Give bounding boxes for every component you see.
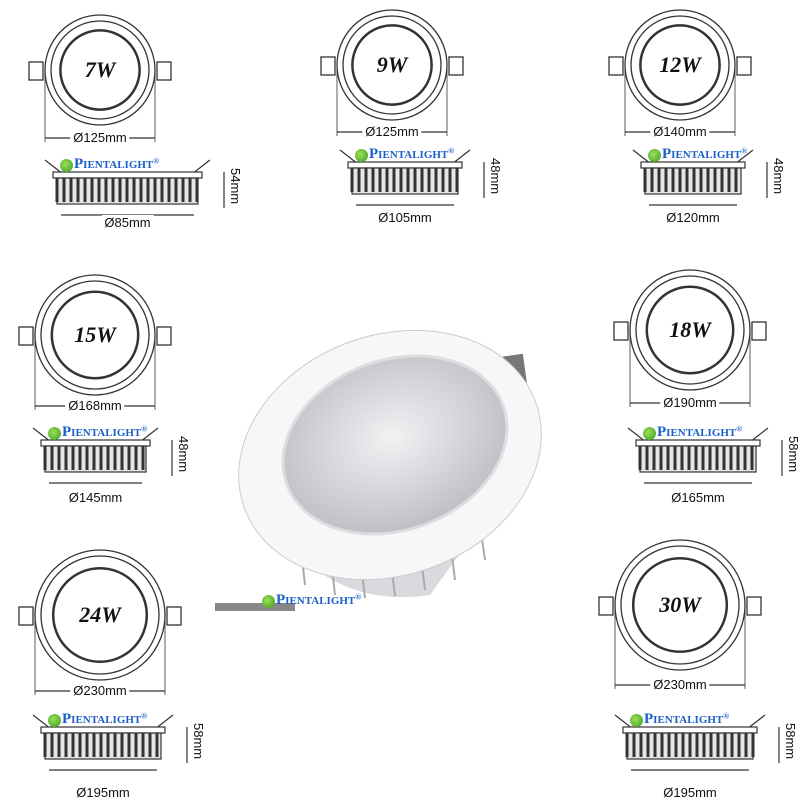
globe-icon bbox=[648, 148, 661, 162]
logo-text: IENTALIGHT bbox=[671, 149, 742, 161]
wattage-label: 9W bbox=[376, 52, 408, 77]
side-view bbox=[32, 427, 173, 484]
outer-diameter-label: Ø168mm bbox=[65, 398, 125, 413]
registered-mark: ® bbox=[141, 424, 148, 434]
globe-icon bbox=[48, 426, 61, 440]
brand-logo: PIENTALIGHT® bbox=[60, 156, 159, 173]
globe-icon bbox=[630, 713, 643, 727]
top-view bbox=[18, 274, 172, 410]
top-view bbox=[613, 269, 767, 407]
registered-mark: ® bbox=[736, 424, 743, 434]
side-view bbox=[632, 149, 768, 206]
wattage-label: 18W bbox=[669, 317, 711, 342]
top-view bbox=[608, 9, 752, 136]
globe-icon bbox=[48, 713, 61, 727]
wattage-label: 12W bbox=[659, 52, 701, 77]
wattage-label: 30W bbox=[659, 592, 701, 617]
cutout-diameter-label: Ø195mm bbox=[660, 785, 720, 800]
cutout-diameter-label: Ø165mm bbox=[668, 490, 728, 505]
photo-brand-logo: PIENTALIGHT® bbox=[262, 592, 361, 609]
logo-text: IENTALIGHT bbox=[666, 427, 737, 439]
globe-icon bbox=[355, 148, 368, 162]
outer-diameter-label: Ø140mm bbox=[650, 124, 710, 139]
top-view bbox=[28, 14, 172, 142]
brand-logo: PIENTALIGHT® bbox=[630, 711, 729, 728]
registered-mark: ® bbox=[153, 156, 160, 166]
registered-mark: ® bbox=[741, 146, 748, 156]
outer-diameter-label: Ø230mm bbox=[70, 683, 130, 698]
globe-icon bbox=[262, 594, 275, 608]
brand-logo: PIENTALIGHT® bbox=[48, 711, 147, 728]
cutout-diameter-label: Ø85mm bbox=[101, 215, 154, 230]
cutout-diameter-label: Ø195mm bbox=[73, 785, 133, 800]
wattage-label: 24W bbox=[79, 602, 121, 627]
logo-text: IENTALIGHT bbox=[71, 714, 142, 726]
top-view bbox=[598, 539, 762, 689]
wattage-label: 7W bbox=[84, 57, 116, 82]
side-view bbox=[614, 714, 780, 771]
registered-mark: ® bbox=[141, 711, 148, 721]
outer-diameter-label: Ø230mm bbox=[650, 677, 710, 692]
logo-text: IENTALIGHT bbox=[83, 159, 154, 171]
outer-diameter-label: Ø125mm bbox=[70, 130, 130, 145]
side-view bbox=[339, 149, 485, 206]
downlight-photo bbox=[215, 329, 542, 611]
cutout-diameter-label: Ø120mm bbox=[663, 210, 723, 225]
registered-mark: ® bbox=[448, 146, 455, 156]
cutout-diameter-label: Ø145mm bbox=[65, 490, 126, 505]
outer-diameter-label: Ø190mm bbox=[660, 395, 720, 410]
logo-text: IENTALIGHT bbox=[378, 149, 449, 161]
side-view bbox=[32, 714, 188, 771]
height-label: 58mm bbox=[783, 723, 798, 760]
logo-text: IENTALIGHT bbox=[71, 427, 142, 439]
brand-logo: PIENTALIGHT® bbox=[48, 424, 147, 441]
brand-logo: PIENTALIGHT® bbox=[648, 146, 747, 163]
registered-mark: ® bbox=[355, 592, 362, 602]
globe-icon bbox=[60, 158, 73, 172]
brand-logo: PIENTALIGHT® bbox=[643, 424, 742, 441]
outer-diameter-label: Ø125mm bbox=[362, 124, 422, 139]
logo-text: IENTALIGHT bbox=[285, 595, 356, 607]
logo-text: IENTALIGHT bbox=[653, 714, 724, 726]
registered-mark: ® bbox=[723, 711, 730, 721]
cutout-diameter-label: Ø105mm bbox=[375, 210, 435, 225]
globe-icon bbox=[643, 426, 656, 440]
side-view bbox=[627, 427, 783, 484]
wattage-label: 15W bbox=[74, 322, 116, 347]
top-view bbox=[18, 549, 182, 695]
brand-logo: PIENTALIGHT® bbox=[355, 146, 454, 163]
